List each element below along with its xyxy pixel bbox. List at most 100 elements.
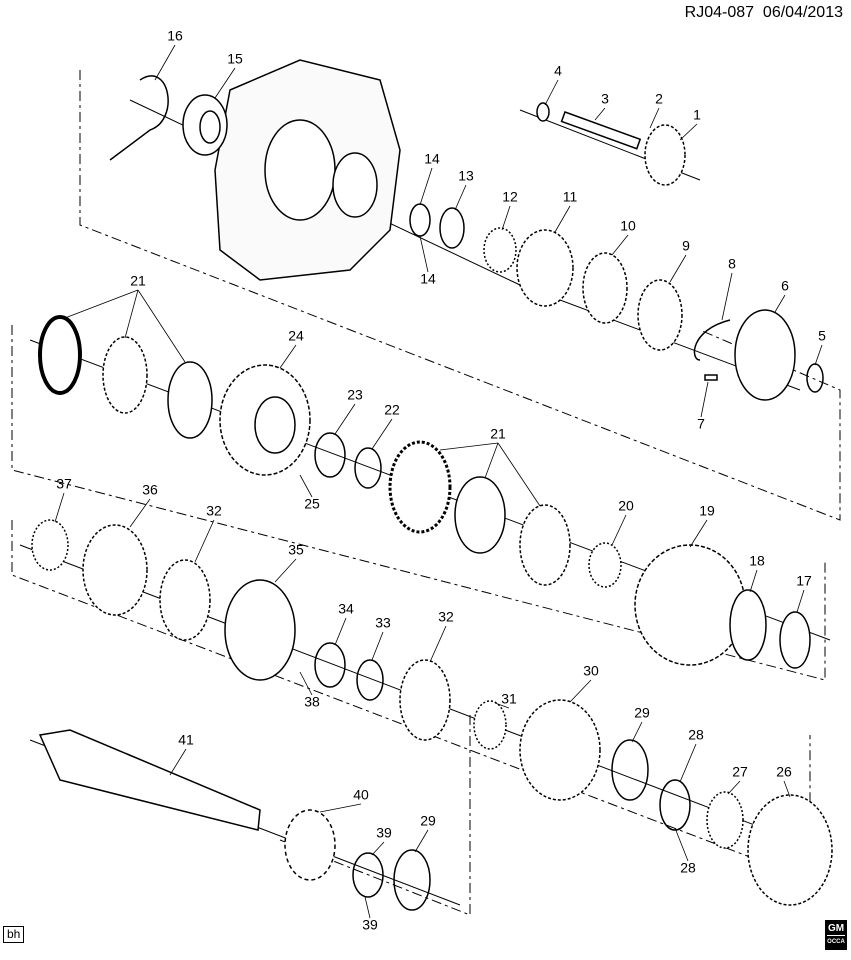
part-21-ring bbox=[519, 504, 571, 586]
part-9-synchro-ring bbox=[637, 279, 683, 351]
callout-40: 40 bbox=[353, 787, 369, 803]
callout-24: 24 bbox=[288, 328, 304, 344]
part-20-bearing bbox=[588, 542, 622, 588]
callout-21: 21 bbox=[490, 426, 506, 442]
part-5-snap-ring bbox=[806, 363, 824, 393]
callout-20: 20 bbox=[618, 498, 634, 514]
part-8-spring bbox=[693, 319, 731, 361]
gm-logo-sub: OCCA bbox=[827, 935, 845, 949]
callout-2: 2 bbox=[655, 91, 663, 107]
part-34-ring bbox=[314, 642, 346, 688]
callout-16: 16 bbox=[167, 28, 183, 44]
callout-29: 29 bbox=[634, 705, 650, 721]
part-35-synchronizer bbox=[224, 579, 296, 681]
callout-23: 23 bbox=[347, 387, 363, 403]
callout-28: 28 bbox=[688, 727, 704, 743]
part-12-bearing bbox=[483, 227, 517, 273]
part-40-bearing-cage bbox=[284, 809, 336, 881]
callout-7: 7 bbox=[697, 416, 705, 432]
part-6-synchronizer bbox=[734, 309, 796, 401]
callout-18: 18 bbox=[749, 553, 765, 569]
callout-39: 39 bbox=[376, 825, 392, 841]
callout-35: 35 bbox=[288, 542, 304, 558]
callout-9: 9 bbox=[682, 238, 690, 254]
part-36-gear bbox=[82, 524, 148, 616]
callout-13: 13 bbox=[458, 168, 474, 184]
part-21-ring bbox=[102, 336, 148, 414]
part-case-bore bbox=[332, 152, 378, 218]
callout-29: 29 bbox=[420, 813, 436, 829]
part-18-thrust-bearing bbox=[729, 589, 767, 661]
part-24-gear-hub bbox=[254, 396, 296, 454]
part-1-gear bbox=[644, 124, 686, 186]
part-21-ring bbox=[454, 476, 506, 554]
callout-5: 5 bbox=[818, 328, 826, 344]
callout-38: 38 bbox=[304, 694, 320, 710]
part-17-washer bbox=[779, 611, 811, 669]
callout-21: 21 bbox=[130, 273, 146, 289]
callout-3: 3 bbox=[601, 91, 609, 107]
callout-41: 41 bbox=[178, 732, 194, 748]
part-4-washer bbox=[536, 102, 550, 122]
part-3-shaft bbox=[560, 111, 642, 150]
callout-12: 12 bbox=[502, 189, 518, 205]
part-32-synchro-ring bbox=[159, 559, 211, 641]
part-31-bearing bbox=[473, 700, 507, 750]
callout-17: 17 bbox=[796, 573, 812, 589]
callout-34: 34 bbox=[338, 601, 354, 617]
parts bbox=[31, 59, 833, 911]
diagram-code: RJ04-087 bbox=[684, 4, 755, 21]
callout-39: 39 bbox=[362, 917, 378, 933]
part-13-ring bbox=[439, 207, 465, 249]
illustrator-tag: bh bbox=[3, 926, 25, 943]
part-26-gear bbox=[747, 794, 833, 906]
part-41-shaft bbox=[38, 729, 261, 831]
callout-33: 33 bbox=[375, 615, 391, 631]
part-29-ring bbox=[611, 739, 649, 801]
part-19-gear bbox=[634, 544, 746, 666]
callout-27: 27 bbox=[732, 764, 748, 780]
part-29-ring bbox=[393, 849, 431, 911]
callout-10: 10 bbox=[620, 218, 636, 234]
callout-14: 14 bbox=[420, 271, 436, 287]
callout-37: 37 bbox=[56, 476, 72, 492]
part-7-key bbox=[704, 374, 718, 381]
gm-logo-text: GM bbox=[827, 923, 845, 934]
part-14-snap-ring bbox=[409, 203, 431, 237]
group-outline-4 bbox=[279, 715, 471, 916]
part-21-ring bbox=[38, 315, 82, 395]
part-11-gear bbox=[516, 229, 574, 307]
part-27-bearing bbox=[706, 791, 744, 849]
callout-30: 30 bbox=[583, 663, 599, 679]
part-21-ring bbox=[167, 361, 213, 439]
callout-26: 26 bbox=[776, 764, 792, 780]
part-37-bearing bbox=[31, 519, 69, 571]
callout-32: 32 bbox=[206, 503, 222, 519]
diagram-date: 06/04/2013 bbox=[762, 4, 843, 21]
callout-labels: 16 15 4 3 2 1 14 13 12 11 10 9 8 6 5 7 1… bbox=[56, 28, 826, 933]
part-22-ring bbox=[354, 447, 382, 489]
callout-32: 32 bbox=[438, 609, 454, 625]
group-outline-2 bbox=[11, 325, 826, 681]
leader-lines bbox=[54, 44, 823, 919]
callout-14: 14 bbox=[424, 151, 440, 167]
callout-15: 15 bbox=[227, 51, 243, 67]
part-10-ring bbox=[582, 252, 628, 324]
callout-28: 28 bbox=[680, 860, 696, 876]
part-30-gear bbox=[519, 699, 601, 801]
group-outline-1 bbox=[79, 70, 841, 521]
callout-8: 8 bbox=[728, 256, 736, 272]
callout-1: 1 bbox=[693, 107, 701, 123]
part-21-ring bbox=[388, 440, 452, 534]
part-15-bearing-inner bbox=[199, 110, 221, 144]
part-33-ring bbox=[356, 659, 384, 701]
callout-11: 11 bbox=[563, 189, 578, 205]
callout-25: 25 bbox=[304, 496, 320, 512]
part-28-ring bbox=[659, 779, 691, 831]
callout-31: 31 bbox=[501, 691, 517, 707]
part-23-ring bbox=[314, 432, 346, 478]
callout-22: 22 bbox=[384, 402, 400, 418]
callout-6: 6 bbox=[781, 278, 789, 294]
part-32-synchro-ring bbox=[399, 659, 451, 741]
